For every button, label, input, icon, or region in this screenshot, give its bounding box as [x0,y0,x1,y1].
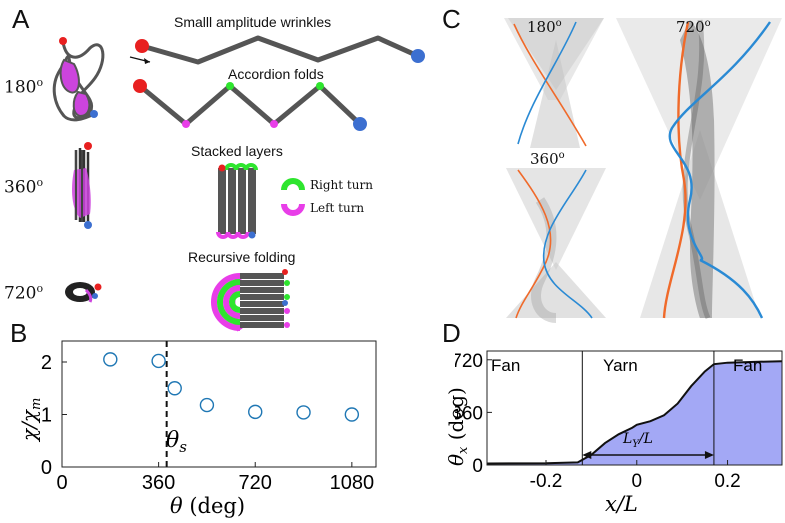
b-xtick-label-1: 360 [142,472,175,494]
c-label-180: 180o [527,18,562,36]
right-turn-icon [281,178,305,191]
d-ytick-label-0: 0 [472,456,483,477]
panel-letter-d: D [442,318,461,348]
b-point-2 [167,381,182,396]
d-area-line [486,360,783,465]
recursive-folding-diagram [211,269,290,332]
mode-label-accordion: Accordion folds [228,66,324,82]
theta-s-label: θs [166,428,187,456]
b-point-5 [296,405,311,420]
panel-letter-a: A [12,4,30,34]
subpanel-720 [616,18,782,320]
d-xtick-label-1: 0 [631,471,642,492]
left-turn-icon [281,203,305,216]
b-xtick-label-2: 720 [239,472,272,494]
d-ylabel: θx (deg) [444,387,471,466]
panel-d-axes [486,350,783,466]
stacked-layers-diagram [216,163,305,239]
b-xlabel: θ (deg) [170,494,245,518]
legend-right-turn: Right turn [310,178,373,192]
wrinkles-diagram [129,35,425,65]
d-ytick-label-1: 360 [455,403,483,424]
b-point-6 [344,407,360,422]
span-arrow [582,451,714,459]
b-point-0 [103,352,118,367]
b-xtick-label-0: 0 [56,472,67,494]
c-label-360: 360o [530,150,565,168]
b-ylabel: χ/χm [17,398,44,443]
subpanel-180 [504,18,604,148]
d-area-fill [487,361,782,465]
span-label: LY/L [622,431,653,450]
accordion-diagram [133,79,367,131]
d-xlabel: x/L [605,492,638,516]
rod-shape-720 [65,282,102,303]
panel-b-chart: 0 1 2 0 360 720 1080 θs θ (deg) χ/χm [17,340,377,518]
angle-label-360: 360o [4,176,44,198]
b-ytick-label-1: 1 [41,405,52,427]
panel-letter-c: C [442,4,461,34]
b-point-4 [248,404,263,420]
legend-left-turn: Left turn [310,201,365,215]
d-xtick-label-0: -0.2 [530,471,563,492]
b-ytick-label-2: 2 [41,352,52,374]
panel-d-chart: 0 360 720 -0.2 0 0.2 Fan Yarn Fan LY/L x/L [455,350,783,516]
b-point-3 [199,397,215,413]
c-label-720: 720o [676,18,711,36]
mode-label-recursive: Recursive folding [188,249,296,265]
rod-shape-180 [52,37,105,122]
d-ylabel-wrap: θx (deg) [444,387,471,466]
region-fan-left: Fan [491,356,520,375]
region-yarn: Yarn [603,356,638,375]
angle-label-180: 180o [4,76,44,98]
panel-b-axes [61,340,377,468]
b-xtick-label-3: 1080 [330,472,375,494]
subpanel-360 [506,168,606,323]
mode-label-stacked: Stacked layers [191,143,283,159]
b-ytick-label-0: 0 [41,457,52,479]
panel-letter-b: B [10,318,28,348]
angle-label-720: 720o [4,282,44,304]
rod-shape-360 [72,142,92,229]
d-xtick-label-2: 0.2 [714,471,740,492]
b-point-1 [151,353,166,369]
region-fan-right: Fan [733,356,762,375]
d-ytick-label-2: 720 [455,351,483,372]
mode-label-wrinkles: Smalll amplitude wrinkles [174,14,332,30]
